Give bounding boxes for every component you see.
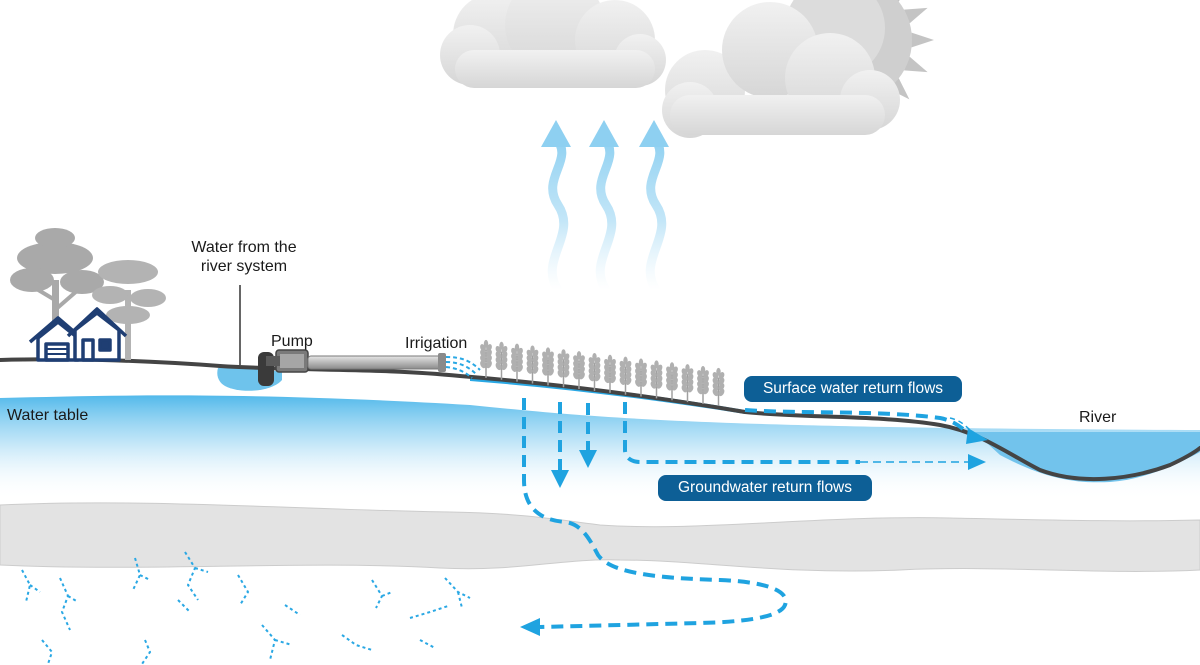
fracture-line bbox=[177, 599, 191, 613]
groundwater-band bbox=[0, 395, 1200, 500]
wheat-icon bbox=[573, 351, 585, 390]
fracture-line bbox=[237, 574, 250, 606]
wheat-icon bbox=[495, 341, 508, 380]
fracture-line bbox=[284, 604, 301, 616]
groundwater-return-flows-callout: Groundwater return flows bbox=[658, 475, 872, 501]
fracture-line bbox=[41, 639, 54, 665]
wheat-icon bbox=[557, 349, 570, 388]
evaporation-arrows bbox=[541, 120, 669, 295]
wheat-icon bbox=[650, 360, 663, 399]
wheat-icon bbox=[604, 354, 616, 393]
water-from-river-label: Water from the river system bbox=[191, 239, 297, 275]
irrigation-spray bbox=[445, 356, 481, 379]
wheat-icon bbox=[712, 367, 725, 406]
fracture-line bbox=[132, 557, 151, 591]
wheat-icon bbox=[619, 356, 632, 395]
fracture-line bbox=[419, 639, 436, 649]
wheat-icon bbox=[511, 343, 523, 382]
water-table-label: Water table bbox=[7, 407, 89, 424]
house-icon bbox=[28, 307, 128, 362]
fracture-line bbox=[341, 634, 373, 651]
tree-icon bbox=[10, 228, 104, 360]
wheat-icon bbox=[697, 365, 709, 404]
surface-return-flow-arrow bbox=[744, 408, 988, 444]
infiltration-arrow bbox=[579, 403, 597, 468]
river-water bbox=[975, 432, 1200, 483]
infiltration-arrow bbox=[551, 402, 569, 488]
wheat-icon bbox=[635, 358, 647, 397]
sun-ray bbox=[911, 32, 934, 48]
evaporation-arrow-icon bbox=[541, 120, 571, 295]
fracture-line bbox=[409, 605, 449, 619]
cloud-icon bbox=[440, 0, 666, 88]
fracture-line bbox=[59, 577, 79, 631]
deep-percolation-arrow bbox=[520, 398, 788, 636]
wheat-icon bbox=[588, 352, 601, 391]
fracture-line bbox=[141, 639, 152, 665]
wheat-icon bbox=[542, 347, 554, 386]
wheat-icon bbox=[681, 364, 694, 403]
evaporation-arrow-icon bbox=[589, 120, 619, 295]
rock-layer bbox=[0, 502, 1200, 572]
surface-water-film bbox=[470, 376, 745, 414]
fracture-line bbox=[444, 577, 471, 609]
sun-ray bbox=[904, 56, 928, 73]
evaporation-arrow-icon bbox=[639, 120, 669, 295]
irrigation-pipe bbox=[307, 353, 446, 372]
surface-water-return-flows-callout: Surface water return flows bbox=[744, 376, 962, 402]
river-label: River bbox=[1079, 409, 1117, 426]
irrigation-label: Irrigation bbox=[405, 335, 468, 352]
fracture-line bbox=[184, 551, 209, 601]
wheat-icon bbox=[666, 362, 678, 401]
pump-icon bbox=[258, 349, 309, 386]
groundwater-return-flow-arrow bbox=[623, 402, 986, 470]
wheat-icon bbox=[480, 339, 492, 378]
cloud-icon bbox=[662, 2, 900, 138]
tree-icon bbox=[92, 260, 166, 360]
fracture-line bbox=[21, 569, 41, 603]
aquifer-fractures bbox=[21, 551, 471, 665]
wheat-crop-row bbox=[480, 339, 725, 406]
sun-ray bbox=[904, 7, 928, 24]
wheat-icon bbox=[526, 345, 539, 384]
fracture-line bbox=[371, 579, 393, 609]
pump-label: Pump bbox=[271, 333, 313, 350]
fracture-line bbox=[261, 624, 293, 661]
